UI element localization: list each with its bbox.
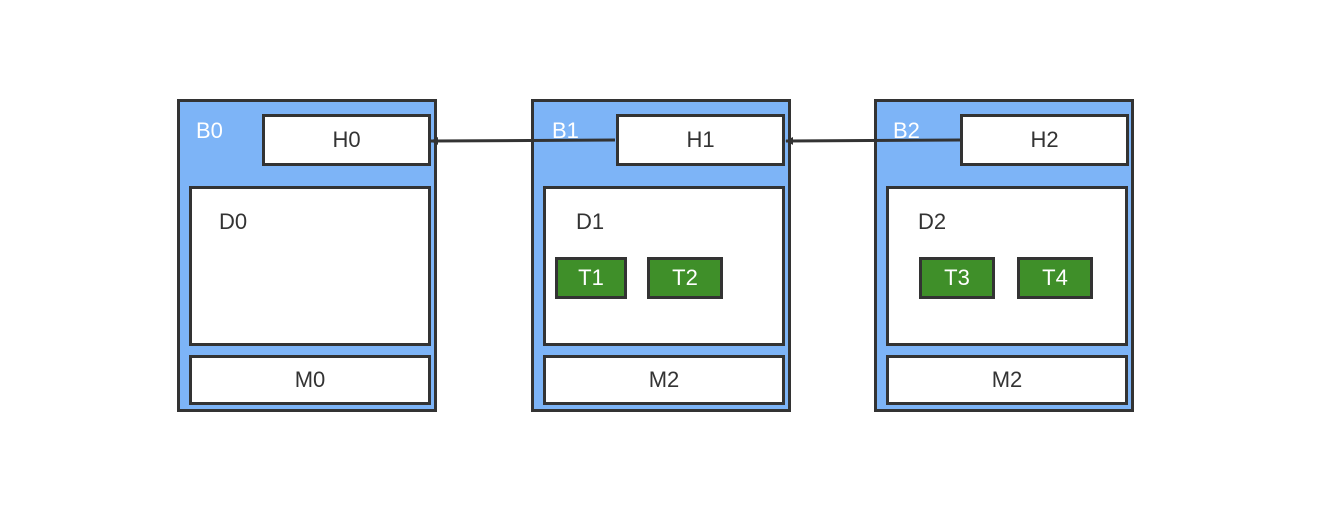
transaction-t2: T2 [647, 257, 723, 299]
block-b1: B1 H1 D1 T1 T2 M2 [531, 99, 791, 412]
block-label: B2 [893, 118, 920, 143]
transaction-label: T1 [578, 265, 604, 290]
block-b0: B0 H0 D0 M0 [177, 99, 437, 412]
transaction-label: T4 [1042, 265, 1068, 290]
header-label: H0 [332, 127, 361, 152]
data-box-d2: D2 T3 T4 [886, 186, 1128, 346]
data-box-d0: D0 [189, 186, 431, 346]
header-box-h0: H0 [262, 114, 431, 166]
header-label: H1 [686, 127, 715, 152]
meta-box-m2: M2 [886, 355, 1128, 405]
data-label: D1 [576, 209, 605, 234]
transaction-t3: T3 [919, 257, 995, 299]
header-label: H2 [1030, 127, 1059, 152]
transaction-t4: T4 [1017, 257, 1093, 299]
header-box-h2: H2 [960, 114, 1129, 166]
transaction-t1: T1 [555, 257, 627, 299]
meta-label: M2 [991, 367, 1023, 392]
meta-label: M2 [648, 367, 680, 392]
meta-box-m0: M0 [189, 355, 431, 405]
block-label: B1 [552, 118, 579, 143]
header-box-h1: H1 [616, 114, 785, 166]
block-label: B0 [196, 118, 223, 143]
meta-box-m2: M2 [543, 355, 785, 405]
meta-label: M0 [294, 367, 326, 392]
transaction-label: T2 [672, 265, 698, 290]
data-label: D0 [219, 209, 248, 234]
transaction-label: T3 [944, 265, 970, 290]
data-box-d1: D1 T1 T2 [543, 186, 785, 346]
block-b2: B2 H2 D2 T3 T4 M2 [874, 99, 1134, 412]
data-label: D2 [918, 209, 947, 234]
